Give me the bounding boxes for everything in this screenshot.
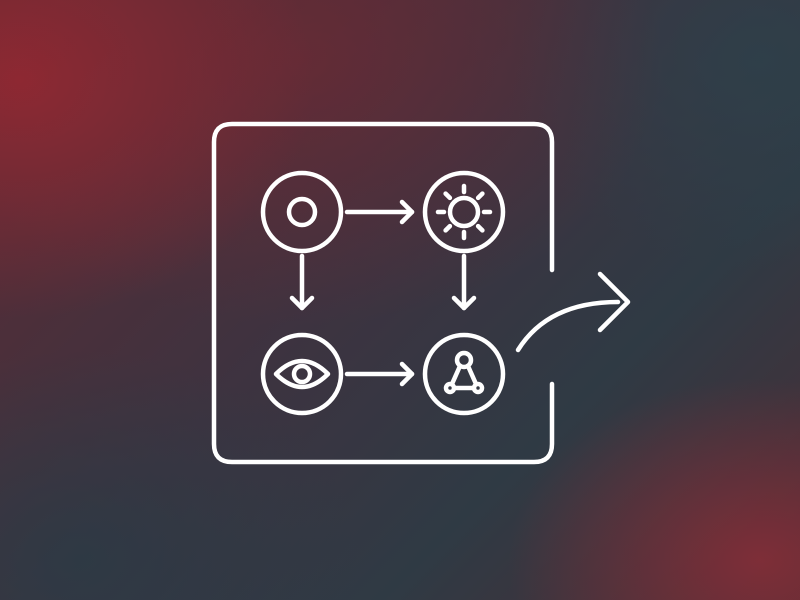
frame-border — [214, 124, 552, 462]
network-nodes-icon — [425, 335, 503, 413]
eye-icon — [263, 335, 341, 413]
arrow-source-to-process — [347, 202, 412, 222]
arrow-process-to-network — [454, 256, 474, 308]
gear-icon — [425, 173, 503, 251]
arrow-source-to-observe — [292, 256, 312, 308]
arrow-observe-to-network — [347, 364, 412, 384]
target-circle-icon — [263, 173, 341, 251]
exit-arrow — [518, 274, 628, 350]
